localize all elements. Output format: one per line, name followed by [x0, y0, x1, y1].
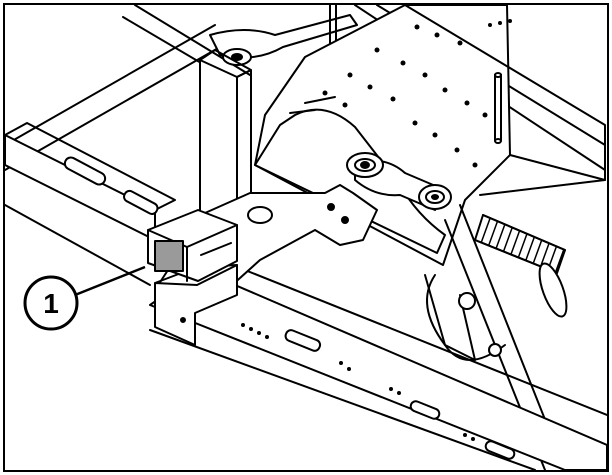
beam-holes — [241, 323, 475, 441]
vertical-post — [199, 49, 252, 238]
roller-assembly — [346, 152, 452, 211]
tension-spring — [474, 214, 568, 318]
callout-1: 1 — [23, 275, 79, 331]
diagram-frame: 1 — [3, 3, 609, 472]
top-linkage — [209, 5, 358, 66]
threaded-pin — [494, 72, 502, 144]
plate-holes — [322, 19, 512, 168]
callout-leader-line — [74, 265, 146, 297]
callout-circle — [23, 275, 79, 331]
proximity-sensor — [147, 209, 238, 282]
callout-label: 1 — [43, 288, 59, 319]
technical-illustration: 1 — [5, 5, 607, 470]
